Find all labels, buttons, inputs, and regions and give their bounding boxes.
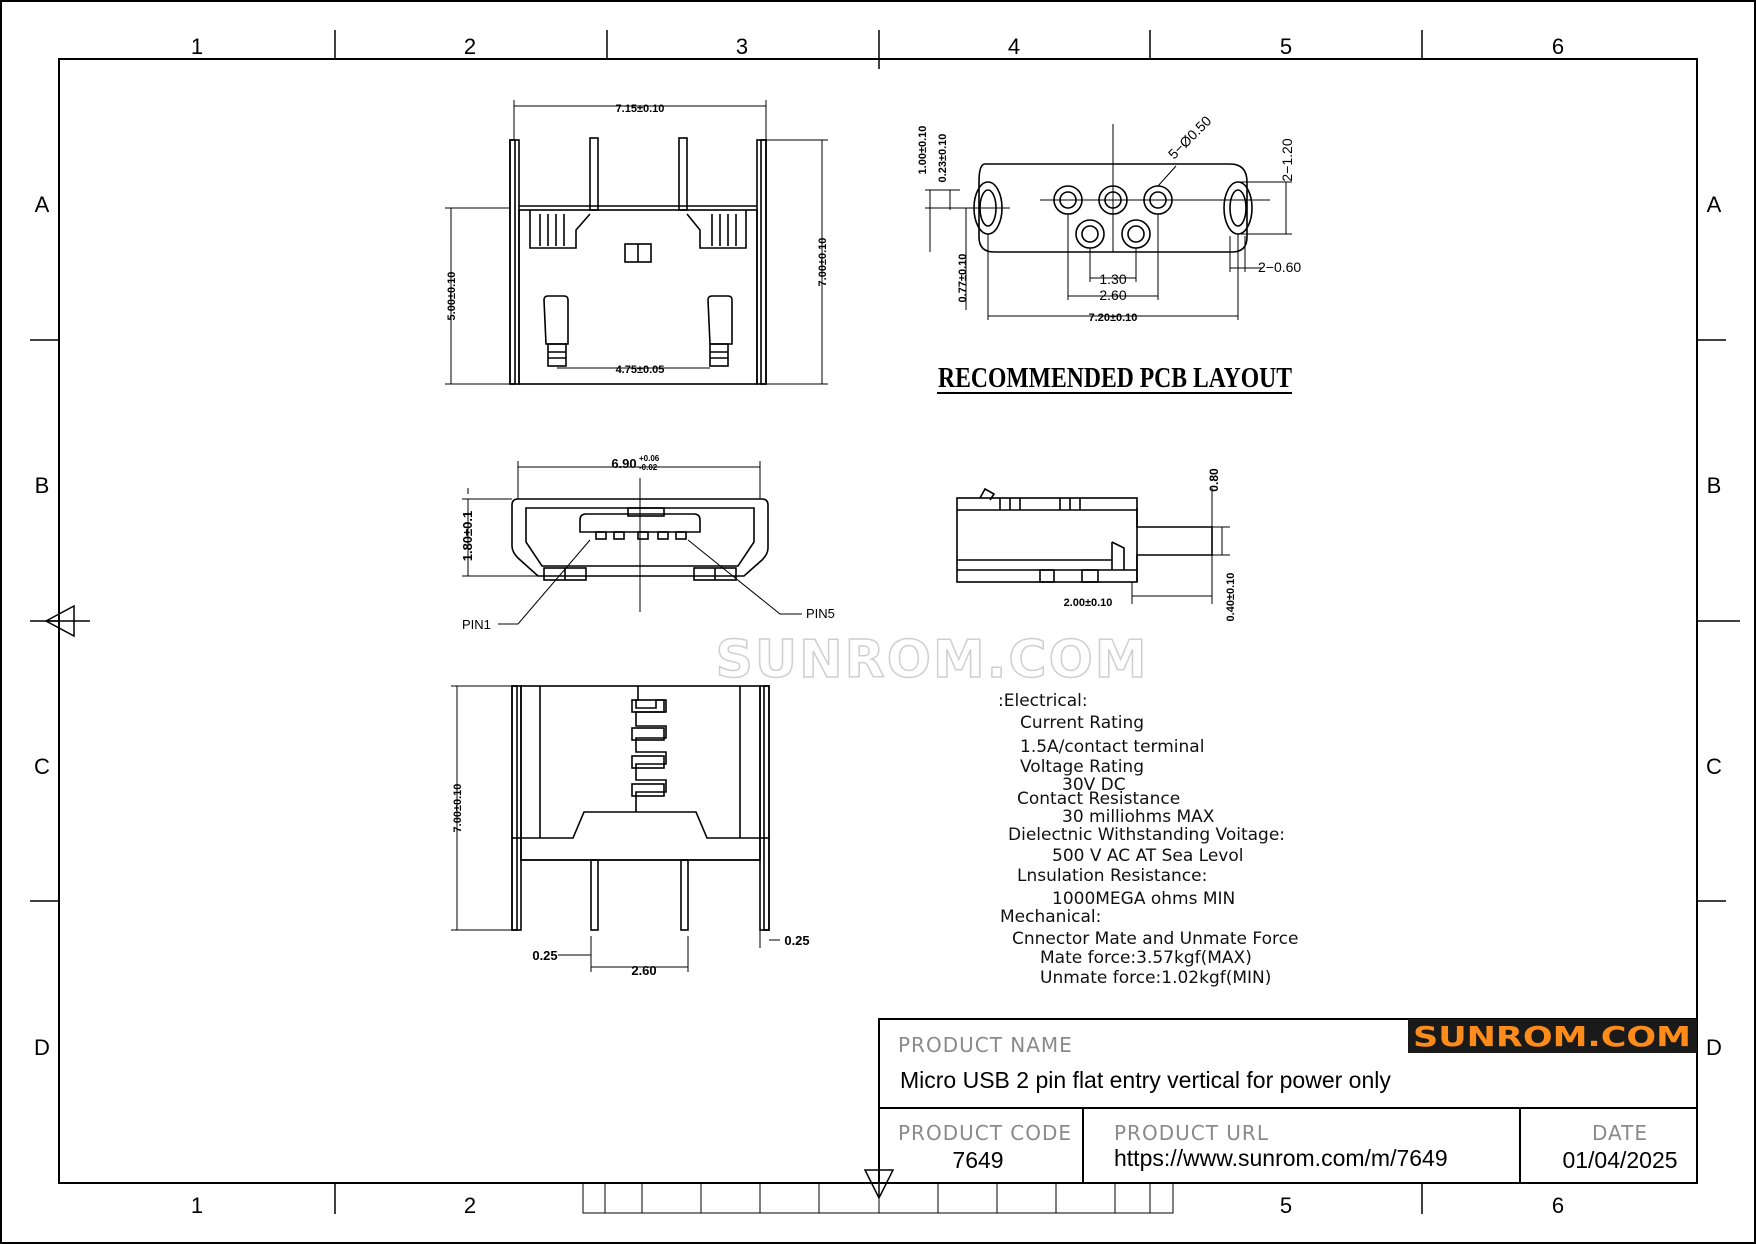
zone-column-labels-bottom: 1 2 5 6 <box>191 1193 1564 1218</box>
spec-mate-unmate: Cnnector Mate and Unmate Force <box>1012 929 1298 949</box>
label-pin1: PIN1 <box>462 617 491 632</box>
watermark: SUNROM.COM <box>715 630 1148 690</box>
zone-col-5-bottom: 5 <box>1280 1193 1292 1218</box>
dim-pcb-pitch: 1.30 <box>1099 271 1126 287</box>
zone-row-a: A <box>35 192 50 217</box>
spec-insulation-value: 1000MEGA ohms MIN <box>1052 889 1235 909</box>
spec-voltage-value: 30V DC <box>1062 775 1126 795</box>
zone-col-3: 3 <box>736 34 748 59</box>
spec-current-rating: Current Rating <box>1020 713 1144 733</box>
dim-side-length: 2.00±0.10 <box>1064 597 1113 609</box>
inner-frame <box>58 58 1698 1184</box>
dim-bottom-height: 7.00±0.10 <box>452 784 464 833</box>
dim-front-width: 6.90 <box>611 456 636 471</box>
dim-pcb-slot-w: 2−0.60 <box>1258 259 1301 275</box>
top-view-drawing <box>509 137 767 385</box>
product-url: https://www.sunrom.com/m/7649 <box>1114 1145 1448 1171</box>
pcb-layout-title: RECOMMENDED PCB LAYOUT <box>938 363 1292 394</box>
title-block <box>878 1018 1698 1184</box>
zone-col-6: 6 <box>1552 34 1564 59</box>
zone-row-b-right: B <box>1707 473 1722 498</box>
zone-row-d-right: D <box>1706 1035 1722 1060</box>
dim-pcb-d2: 0.23±0.10 <box>937 134 949 183</box>
dim-pcb-slot-h: 2−1.20 <box>1279 138 1295 181</box>
bottom-view-drawing <box>511 685 770 931</box>
dim-top-height-left: 5.00±0.10 <box>446 272 458 321</box>
spec-dielectric-value: 500 V AC AT Sea Levol <box>1052 846 1243 866</box>
spec-mechanical: Mechanical: <box>1000 907 1101 927</box>
dim-side-pin: 0.40±0.10 <box>1225 573 1237 622</box>
zone-col-4: 4 <box>1008 34 1020 59</box>
front-view-dimensions <box>462 461 802 625</box>
dim-side-thickness: 0.80 <box>1207 468 1221 492</box>
dim-front-width-tol-minus: -0.02 <box>639 463 658 472</box>
zone-col-6-bottom: 6 <box>1552 1193 1564 1218</box>
logo-text: SUNROM.COM <box>1413 1020 1691 1053</box>
spec-unmate-force: Unmate force:1.02kgf(MIN) <box>1040 968 1271 988</box>
zone-row-c-right: C <box>1706 754 1722 779</box>
dim-top-height-right: 7.00±0.10 <box>817 238 829 287</box>
dim-top-pin-spacing: 4.75±0.05 <box>616 364 665 376</box>
dim-front-height: 1.80±0.1 <box>460 511 475 562</box>
zone-col-1-bottom: 1 <box>191 1193 203 1218</box>
label-pin5: PIN5 <box>806 606 835 621</box>
dim-pcb-holes: 5−Ø0.50 <box>1165 112 1215 162</box>
dim-front-width-tol-plus: +0.06 <box>639 454 660 463</box>
zone-row-b: B <box>35 473 50 498</box>
dim-pcb-span: 2.60 <box>1099 287 1126 303</box>
dim-pcb-total: 7.20±0.10 <box>1089 312 1138 324</box>
spec-contact-resistance-value: 30 milliohms MAX <box>1062 807 1215 827</box>
spec-contact-resistance: Contact Resistance <box>1017 789 1180 809</box>
spec-mate-force: Mate force:3.57kgf(MAX) <box>1040 948 1252 968</box>
dim-pcb-left-h: 0.77±0.10 <box>957 254 969 303</box>
spec-electrical: :Electrical: <box>998 691 1088 711</box>
side-view-drawing <box>956 487 1213 583</box>
bottom-ruler <box>582 1182 1174 1214</box>
front-view-drawing <box>511 478 769 612</box>
logo-box <box>1408 1019 1697 1053</box>
date-label: DATE <box>1592 1121 1648 1145</box>
zone-row-d: D <box>34 1035 50 1060</box>
zone-col-5: 5 <box>1280 34 1292 59</box>
zone-col-1: 1 <box>191 34 203 59</box>
pcb-layout-dimensions <box>925 124 1292 320</box>
dim-bottom-spacing: 2.60 <box>631 963 656 978</box>
product-code: 7649 <box>952 1147 1003 1173</box>
zone-col-2-bottom: 2 <box>464 1193 476 1218</box>
product-name: Micro USB 2 pin flat entry vertical for … <box>900 1067 1391 1093</box>
spec-insulation: Lnsulation Resistance: <box>1017 866 1207 886</box>
product-url-label: PRODUCT URL <box>1114 1121 1269 1145</box>
zone-row-a-right: A <box>1707 192 1722 217</box>
zone-col-2: 2 <box>464 34 476 59</box>
zone-column-labels-top: 1 2 3 4 5 6 <box>191 34 1564 59</box>
dim-top-width: 7.15±0.10 <box>616 103 665 115</box>
bottom-view-dimensions <box>451 685 780 972</box>
product-name-label: PRODUCT NAME <box>898 1033 1073 1057</box>
date-value: 01/04/2025 <box>1562 1147 1677 1173</box>
spec-voltage-rating: Voltage Rating <box>1020 757 1144 777</box>
dim-pcb-d1: 1.00±0.10 <box>917 126 929 175</box>
spec-current-value: 1.5A/contact terminal <box>1020 737 1204 757</box>
specifications: :Electrical: Current Rating 1.5A/contact… <box>998 691 1298 988</box>
dim-bottom-left: 0.25 <box>532 948 557 963</box>
zone-row-c: C <box>34 754 50 779</box>
product-code-label: PRODUCT CODE <box>898 1121 1072 1145</box>
top-view-dimensions <box>445 100 828 385</box>
side-view-dimensions <box>1131 488 1230 604</box>
zone-row-labels-left: A B C D <box>34 192 50 1060</box>
zone-row-labels-right: A B C D <box>1706 192 1722 1060</box>
dim-bottom-right: 0.25 <box>784 933 809 948</box>
spec-dielectric: Dielectnic Withstanding Voitage: <box>1008 825 1285 845</box>
